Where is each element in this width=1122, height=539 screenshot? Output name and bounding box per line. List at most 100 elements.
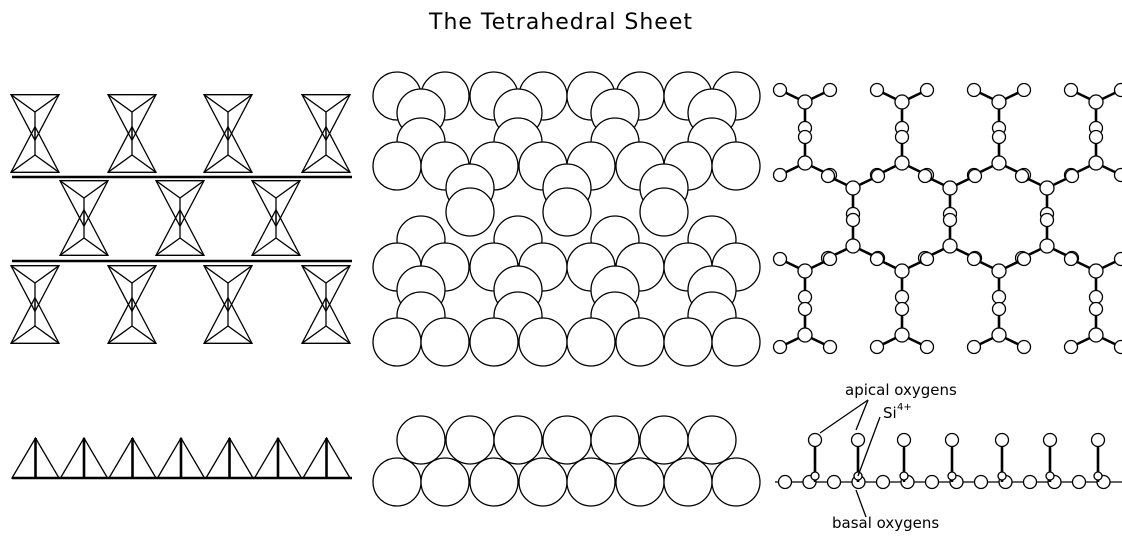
oxygen-sphere [712,318,760,366]
tetrahedron-edge [84,181,108,198]
silicon-atom [1040,239,1054,253]
tetrahedron-edge [108,155,132,172]
tetrahedron-edge [252,181,276,198]
tetrahedron-side [206,438,253,478]
basal-oxygen-sphere [470,458,518,506]
tetrahedron-edge [326,155,350,172]
basal-oxygen [1073,476,1086,489]
tetrahedron [108,127,156,173]
oxygen-atom [1115,84,1122,97]
oxygen-atom [896,291,909,304]
oxygen-atom [1090,303,1103,316]
tetrahedron-edge [180,181,204,198]
silicon-atom [846,181,860,195]
oxygen-atom [968,84,981,97]
oxygen-atom [799,291,812,304]
tetrahedron [108,298,156,344]
si-label: Si [883,404,897,422]
tetrahedron-edge [11,95,35,112]
silicon-atom [948,472,956,480]
oxygen-sphere [446,188,494,236]
oxygen-atom [799,303,812,316]
oxygen-sphere [373,142,421,190]
silicon-atom [998,472,1006,480]
basal-oxygen-sphere [664,458,712,506]
tetrahedron [11,127,59,173]
basal-oxygen [828,476,841,489]
tetrahedron-side [303,438,350,478]
silicon-atom [992,328,1006,342]
tetrahedron-edge [252,238,276,255]
basal-oxygen [975,476,988,489]
oxygen-atom [824,84,837,97]
tetrahedron-side [12,438,59,478]
oxygen-atom [1016,170,1029,183]
tetrahedron-side [61,438,108,478]
tetrahedron-edge [156,238,180,255]
oxygen-sphere [421,318,469,366]
tetrahedron-edge [204,155,228,172]
tetrahedron-side [109,438,156,478]
oxygen-atom [896,131,909,144]
apical-oxygens-label: apical oxygens [845,381,957,399]
oxygen-sphere [640,188,688,236]
silicate-unit [774,84,837,135]
oxygen-atom [1066,170,1079,183]
ball-and-stick-side-view [775,434,1122,489]
tetrahedron-edge [228,155,252,172]
oxygen-atom [896,303,909,316]
silicate-unit [871,84,934,135]
tetrahedron-edge [180,238,204,255]
silicon-column [946,434,959,483]
tetrahedron-edge [108,266,132,283]
tetrahedron [60,210,108,256]
tetrahedron-edge [132,326,156,343]
tetrahedron-side [255,438,302,478]
silicate-unit [968,253,1031,304]
tetrahedron [156,210,204,256]
apical-oxygen [1092,434,1105,447]
silicate-unit [774,253,837,304]
silicate-unit [968,303,1031,354]
tetrahedron-edge [276,181,300,198]
oxygen-atom [872,170,885,183]
oxygen-sphere [567,318,615,366]
tetrahedron-edge [108,95,132,112]
tetrahedron-edge [326,266,350,283]
tetrahedron-edge [108,326,132,343]
tetrahedron-edge [228,266,252,283]
basal-oxygen-sphere [712,458,760,506]
apical-oxygen-sphere [397,416,445,464]
silicon-atom [1094,472,1102,480]
tetrahedron-edge [35,95,59,112]
tetrahedron-edge [228,95,252,112]
tetrahedron-edge [11,326,35,343]
tetrahedron-edge [132,95,156,112]
oxygen-atom [921,84,934,97]
oxygen-atom [847,214,860,227]
apical-oxygen-sphere [640,416,688,464]
basal-oxygen [926,476,939,489]
tetrahedron-edge [11,266,35,283]
oxygen-atom [1041,214,1054,227]
apical-oxygen [1044,434,1057,447]
oxygen-atom [1090,291,1103,304]
oxygen-atom [774,341,787,354]
tetrahedron-edge [35,266,59,283]
apical-oxygen-sphere [591,416,639,464]
tetrahedron-edge [204,326,228,343]
oxygen-atom [993,303,1006,316]
silicon-atom [1046,472,1054,480]
oxygen-atom [871,84,884,97]
basal-oxygen-sphere [616,458,664,506]
polyhedral-plan-view [11,95,352,344]
silicon-column [1044,434,1057,483]
silicon-atom [798,264,812,278]
silicon-atom [1089,156,1103,170]
silicate-unit [1065,84,1122,135]
apical-oxygen [852,434,865,447]
oxygen-atom [1018,253,1031,266]
ball-and-stick-plan-view [774,84,1122,354]
silicon-atom [900,472,908,480]
oxygen-atom [1065,341,1078,354]
